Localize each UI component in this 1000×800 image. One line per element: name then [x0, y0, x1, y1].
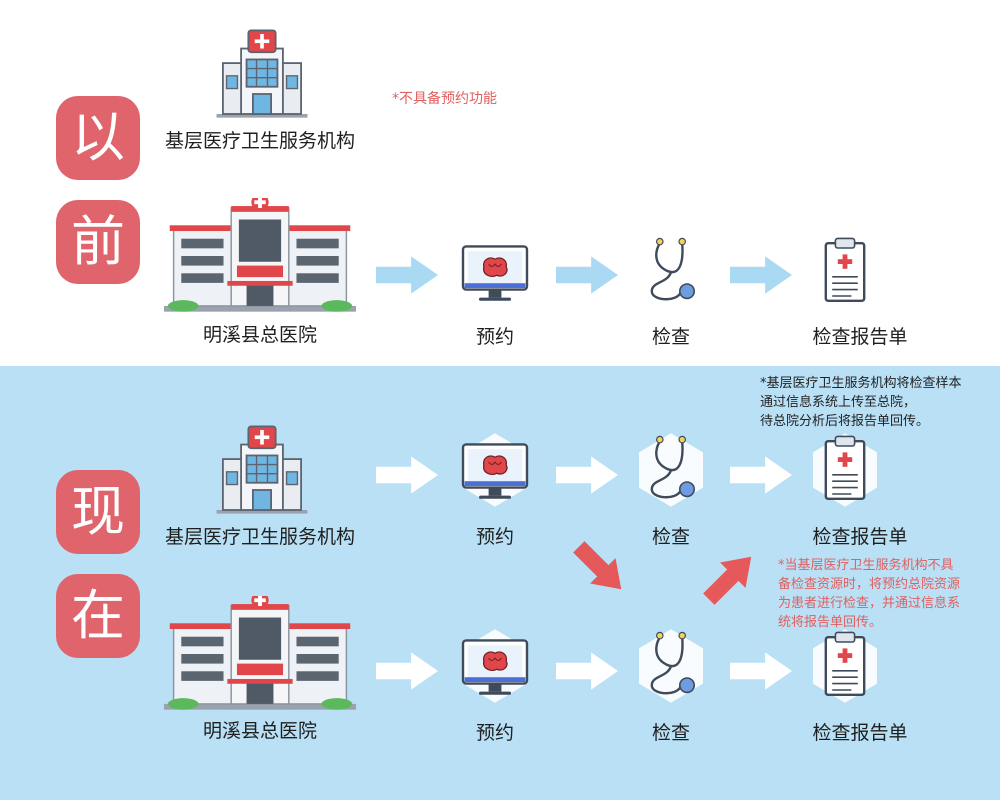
- before-section: 以 前 基层医疗卫生服务机构 *不具备预约功能 明溪县总医院 预约 检查 检查报…: [0, 0, 1000, 366]
- before-hospital-label: 明溪县总医院: [202, 324, 317, 346]
- clinic-building-icon: [215, 29, 309, 119]
- report-clipboard-icon: [811, 233, 879, 311]
- arrow-right-icon: [730, 256, 792, 294]
- now-side-note-line: 统将报告单回传。: [778, 615, 883, 630]
- stethoscope-icon: [637, 627, 705, 705]
- before-step-appointment: 预约: [475, 326, 514, 348]
- stethoscope-icon: [637, 233, 705, 311]
- hospital-building-icon: [164, 198, 356, 313]
- monitor-brain-icon: [461, 431, 529, 509]
- monitor-brain-icon: [461, 627, 529, 705]
- before-badge-top: 以: [56, 96, 140, 180]
- now-hospital-step-report: 检查报告单: [812, 722, 908, 744]
- now-top-note-line: 待总院分析后将报告单回传。: [760, 414, 930, 429]
- before-clinic-label: 基层医疗卫生服务机构: [164, 130, 355, 152]
- arrow-diagonal-icon: [696, 544, 764, 612]
- hospital-building-icon: [164, 596, 356, 711]
- before-clinic-note: *不具备预约功能: [392, 91, 497, 107]
- now-side-note-line: *当基层医疗卫生服务机构不具: [778, 558, 954, 573]
- now-top-note: *基层医疗卫生服务机构将检查样本 通过信息系统上传至总院， 待总院分析后将报告单…: [760, 374, 962, 431]
- now-clinic-step-appointment: 预约: [475, 526, 514, 548]
- arrow-right-icon: [730, 456, 792, 494]
- arrow-right-icon: [376, 256, 438, 294]
- now-top-note-line: 通过信息系统上传至总院，: [760, 395, 917, 410]
- now-badge-bottom: 在: [56, 574, 140, 658]
- now-side-note-line: 备检查资源时，将预约总院资源: [778, 577, 961, 592]
- now-badge-char-1: 现: [71, 480, 125, 543]
- before-badge-char-1: 以: [71, 106, 125, 169]
- now-top-note-line: *基层医疗卫生服务机构将检查样本: [760, 376, 962, 391]
- before-step-report: 检查报告单: [812, 326, 908, 348]
- arrow-right-icon: [556, 652, 618, 690]
- arrow-right-icon: [376, 652, 438, 690]
- arrow-right-icon: [376, 456, 438, 494]
- stethoscope-icon: [637, 431, 705, 509]
- report-clipboard-icon: [811, 431, 879, 509]
- before-step-exam: 检查: [651, 326, 690, 348]
- monitor-brain-icon: [461, 233, 529, 311]
- now-hospital-step-appointment: 预约: [475, 722, 514, 744]
- before-badge-char-2: 前: [71, 210, 125, 273]
- now-side-note-line: 为患者进行检查，并通过信息系: [778, 596, 961, 611]
- arrow-right-icon: [730, 652, 792, 690]
- now-clinic-step-exam: 检查: [651, 526, 690, 548]
- arrow-right-icon: [556, 456, 618, 494]
- arrow-diagonal-icon: [566, 534, 634, 602]
- before-badge-bottom: 前: [56, 200, 140, 284]
- report-clipboard-icon: [811, 627, 879, 705]
- now-side-note: *当基层医疗卫生服务机构不具 备检查资源时，将预约总院资源 为患者进行检查，并通…: [778, 556, 988, 632]
- now-hospital-label: 明溪县总医院: [202, 720, 317, 742]
- now-clinic-label: 基层医疗卫生服务机构: [164, 526, 355, 548]
- now-clinic-step-report: 检查报告单: [812, 526, 908, 548]
- arrow-right-icon: [556, 256, 618, 294]
- now-badge-top: 现: [56, 470, 140, 554]
- clinic-building-icon: [215, 425, 309, 515]
- now-hospital-step-exam: 检查: [651, 722, 690, 744]
- now-badge-char-2: 在: [71, 584, 125, 647]
